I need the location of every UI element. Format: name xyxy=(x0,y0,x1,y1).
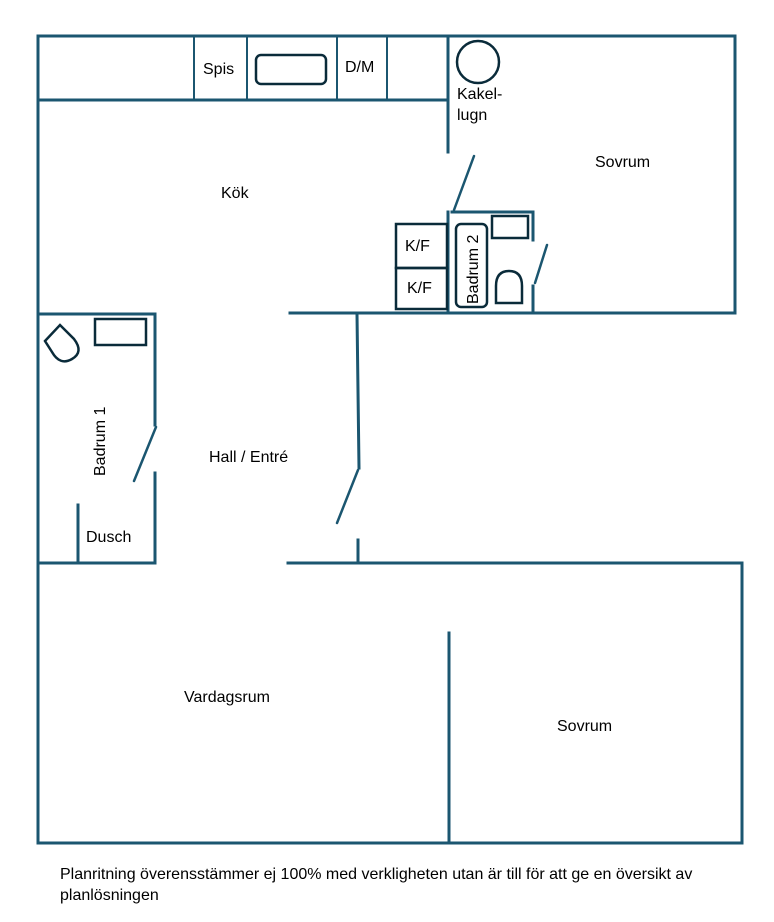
toilet-bathroom2-icon xyxy=(494,269,524,305)
wall-hall-right xyxy=(355,312,361,470)
label-shower: Dusch xyxy=(86,529,131,546)
door-hall xyxy=(335,468,360,525)
labels: Spis D/M Kakel- lugn Sovrum Kök K/F K/F … xyxy=(86,59,650,735)
fridge-2-box xyxy=(394,266,449,311)
door-bedroom-top xyxy=(452,154,476,212)
tile-stove-icon xyxy=(455,39,501,85)
doors xyxy=(132,154,549,525)
fixtures xyxy=(43,39,530,363)
label-fridge-2: K/F xyxy=(407,280,432,297)
toilet-bathroom1-icon xyxy=(43,323,80,363)
sink-icon xyxy=(254,53,328,86)
sink-bathroom2-icon xyxy=(490,214,530,240)
label-dishwasher: D/M xyxy=(345,59,374,76)
floor-plan-diagram: Spis D/M Kakel- lugn Sovrum Kök K/F K/F … xyxy=(36,34,744,845)
label-tile-stove-line2: lugn xyxy=(457,107,487,124)
label-bedroom-top: Sovrum xyxy=(595,154,650,171)
sink-bathroom1-icon xyxy=(93,317,148,347)
label-tile-stove-line1: Kakel- xyxy=(457,86,502,103)
label-living-room: Vardagsrum xyxy=(184,689,270,706)
label-kitchen: Kök xyxy=(221,185,250,202)
walls xyxy=(36,34,744,845)
door-bathroom2 xyxy=(533,243,549,285)
label-stove: Spis xyxy=(203,61,234,78)
disclaimer-caption: Planritning överensstämmer ej 100% med v… xyxy=(60,866,693,904)
label-bedroom-bottom: Sovrum xyxy=(557,718,612,735)
label-hall: Hall / Entré xyxy=(209,449,288,466)
door-bathroom1 xyxy=(132,425,158,483)
bathtub-bathroom2-icon xyxy=(454,222,489,309)
label-bathroom1: Badrum 1 xyxy=(92,407,109,476)
label-fridge-1: K/F xyxy=(405,238,430,255)
label-bathroom2: Badrum 2 xyxy=(465,235,482,304)
